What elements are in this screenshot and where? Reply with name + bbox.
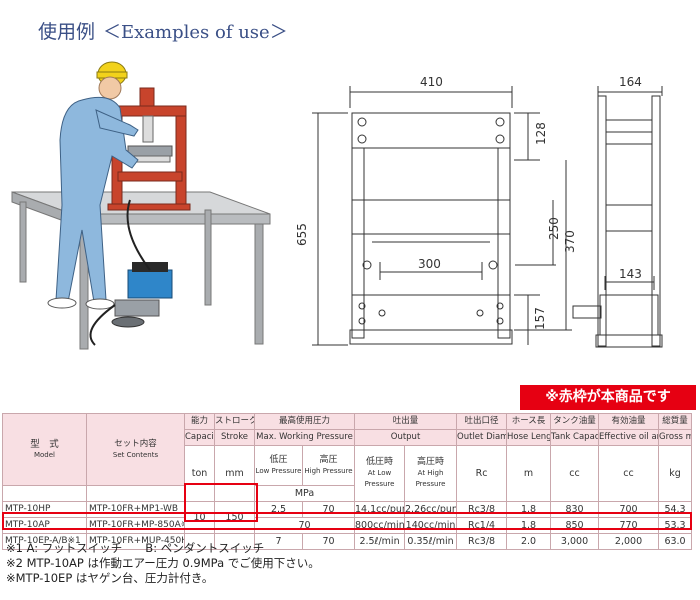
table-row: MTP-10EP-A/B※1 MTP-10FR+MUP-450H 7 70 2.…: [2, 533, 693, 550]
header-capacity-jp: 能力: [184, 413, 215, 430]
row1-model: MTP-10HP: [2, 501, 87, 518]
row2-model: MTP-10AP: [2, 517, 87, 534]
row1-out-low: 14.1cc/pump: [354, 501, 406, 518]
row3-out-high: 0.35ℓ/min: [404, 533, 458, 550]
dim-width-side: 164: [619, 75, 642, 89]
dim-side-depth: 143: [619, 267, 642, 281]
header-output-jp: 吐出量: [354, 413, 458, 430]
row2-hose: 1.8: [506, 517, 552, 534]
unit-hose: m: [506, 445, 552, 502]
header-pressure-jp: 最高使用圧力: [253, 413, 356, 430]
page-title: 使用例 ＜Examples of use＞: [38, 17, 288, 44]
dim-inner-width: 300: [418, 257, 441, 271]
header-mass-jp: 総質量: [658, 413, 693, 430]
footnotes: ※1 A: フットスイッチ B: ペンダントスイッチ ※2 MTP-10AP は…: [6, 541, 320, 586]
header-outlet-en: Outlet Diameter: [456, 429, 508, 446]
unit-pressure: MPa: [253, 485, 356, 502]
row2-outlet: Rc1/4: [456, 517, 508, 534]
row1-outlet: Rc3/8: [456, 501, 508, 518]
header-mass-en: Gross mass: [658, 429, 693, 446]
row1-low: 2.5: [254, 501, 303, 518]
dim-upper: 128: [534, 122, 548, 145]
footnote-2: ※2 MTP-10AP は作動エアー圧力 0.9MPa でご使用下さい。: [6, 556, 320, 570]
row2-set: MTP-10FR+MP-850A※2: [86, 517, 185, 534]
technical-drawing: 410 164 655 128 250 370 157 300 143: [295, 75, 663, 348]
header-tank-en: Tank Capacity: [550, 429, 600, 446]
row3-mass: 63.0: [658, 533, 693, 550]
header-capacity-en: Capacity: [184, 429, 215, 446]
row2-eff: 770: [598, 517, 660, 534]
row1-mass: 54.3: [658, 501, 693, 518]
press-frame: [107, 87, 191, 211]
header-output-en: Output: [354, 429, 458, 446]
row1-high: 70: [301, 501, 356, 518]
worker-figure: [47, 61, 139, 310]
row2-out-low: 800cc/min: [354, 517, 406, 534]
row1-tank: 830: [550, 501, 600, 518]
shared-capacity: 10: [184, 501, 215, 534]
row3-outlet: Rc3/8: [456, 533, 508, 550]
product-note-badge: ※赤枠が本商品です: [520, 385, 696, 410]
hydraulic-pump: [89, 199, 173, 346]
title-en: ＜Examples of use＞: [103, 22, 288, 43]
row2-out-high: 140cc/min: [404, 517, 458, 534]
row1-hose: 1.8: [506, 501, 552, 518]
footnote-3: ※MTP-10EP はヤゲン台、圧力計付き。: [6, 571, 214, 585]
dim-width-top: 410: [420, 75, 443, 89]
row3-out-low: 2.5ℓ/min: [354, 533, 406, 550]
row3-high: 70: [301, 533, 356, 550]
unit-capacity: ton: [184, 445, 215, 502]
row2-pressure: 70: [253, 517, 356, 534]
table-row: MTP-10HP MTP-10FR+MP1-WB 10 150 2.5 70 1…: [2, 501, 693, 534]
header-stroke-jp: ストローク: [214, 413, 255, 430]
table-header-row-4: MPa: [2, 485, 692, 502]
dim-span: 370: [563, 230, 577, 253]
header-hose-en: Hose Length: [506, 429, 552, 446]
dim-lower: 157: [533, 307, 547, 330]
table-row: MTP-10AP MTP-10FR+MP-850A※2 70 800cc/min…: [2, 517, 693, 534]
header-pressure-en: Max. Working Pressure: [253, 429, 356, 446]
unit-eff: cc: [598, 445, 660, 502]
row1-eff: 700: [598, 501, 660, 518]
footnote-1: ※1 A: フットスイッチ B: ペンダントスイッチ: [6, 541, 265, 555]
header-outlet-jp: 吐出口径: [456, 413, 508, 430]
usage-illustration: [11, 61, 271, 350]
row2-tank: 850: [550, 517, 600, 534]
unit-outlet: Rc: [456, 445, 508, 502]
row1-out-high: 2.26cc/pump: [404, 501, 458, 518]
row1-set: MTP-10FR+MP1-WB: [86, 501, 185, 518]
header-tank-jp: タンク油量: [550, 413, 600, 430]
header-eff-en: Effective oil amount: [598, 429, 660, 446]
header-eff-jp: 有効油量: [598, 413, 660, 430]
header-hose-jp: ホース長: [506, 413, 552, 430]
unit-tank: cc: [550, 445, 600, 502]
row3-tank: 3,000: [550, 533, 600, 550]
row3-eff: 2,000: [598, 533, 660, 550]
row2-mass: 53.3: [658, 517, 693, 534]
row3-hose: 2.0: [506, 533, 552, 550]
unit-mass: kg: [658, 445, 693, 502]
header-stroke-en: Stroke: [214, 429, 255, 446]
shared-stroke: 150: [214, 501, 255, 534]
title-jp: 使用例: [38, 21, 96, 43]
unit-stroke: mm: [214, 445, 255, 502]
model-spacer: [2, 485, 87, 502]
dim-mid: 250: [547, 217, 561, 240]
set-spacer: [86, 485, 185, 502]
dim-height-total: 655: [295, 223, 309, 246]
